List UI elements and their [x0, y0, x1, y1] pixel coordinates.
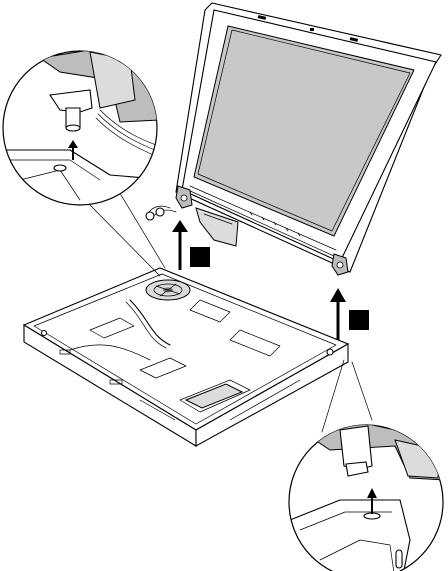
step-1-arrow	[172, 220, 188, 270]
up-arrow-icon	[330, 288, 346, 302]
step-1-marker	[190, 247, 210, 267]
detail-circle-1	[0, 50, 170, 205]
up-arrow-icon	[172, 220, 188, 232]
fan-icon	[146, 280, 190, 300]
laptop-base	[24, 268, 348, 446]
detail-circle-2	[289, 420, 445, 571]
step-2-marker	[349, 310, 369, 330]
step-2-arrow	[330, 288, 346, 345]
lcd-panel	[146, 3, 441, 275]
